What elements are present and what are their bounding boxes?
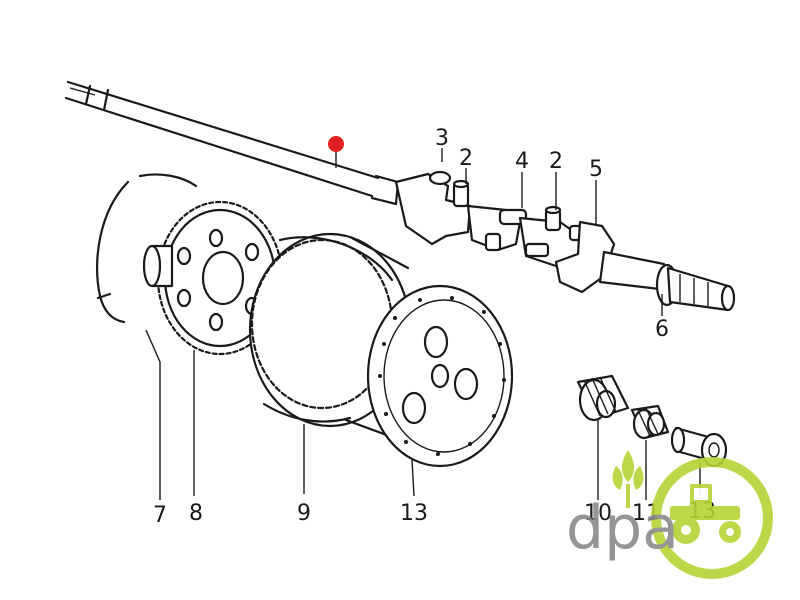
callout-13-carrier: 13 [400, 501, 428, 526]
callout-10: 10 [584, 501, 612, 526]
bearing-small [630, 404, 670, 440]
universal-joint [394, 170, 736, 312]
callout-6: 6 [655, 317, 669, 342]
planet-carrier [366, 284, 514, 468]
snap-ring [95, 173, 198, 324]
logo-ring [651, 457, 773, 579]
highlight-marker [328, 136, 344, 152]
dpa-logo: dpa [566, 450, 773, 579]
callout-5: 5 [589, 157, 603, 182]
callout-9: 9 [297, 501, 311, 526]
axle-shaft [64, 80, 400, 206]
tractor-icon [670, 484, 741, 544]
callout-3: 3 [435, 126, 449, 151]
leader-lines [145, 148, 701, 500]
callout-8: 8 [189, 501, 203, 526]
callout-2-left: 2 [459, 146, 473, 171]
callout-4: 4 [515, 149, 529, 174]
bearing-large [576, 374, 630, 422]
callout-7: 7 [153, 503, 167, 528]
wheat-icon [612, 450, 644, 508]
callout-2-right: 2 [549, 149, 563, 174]
logo-wordmark: dpa [566, 493, 679, 563]
